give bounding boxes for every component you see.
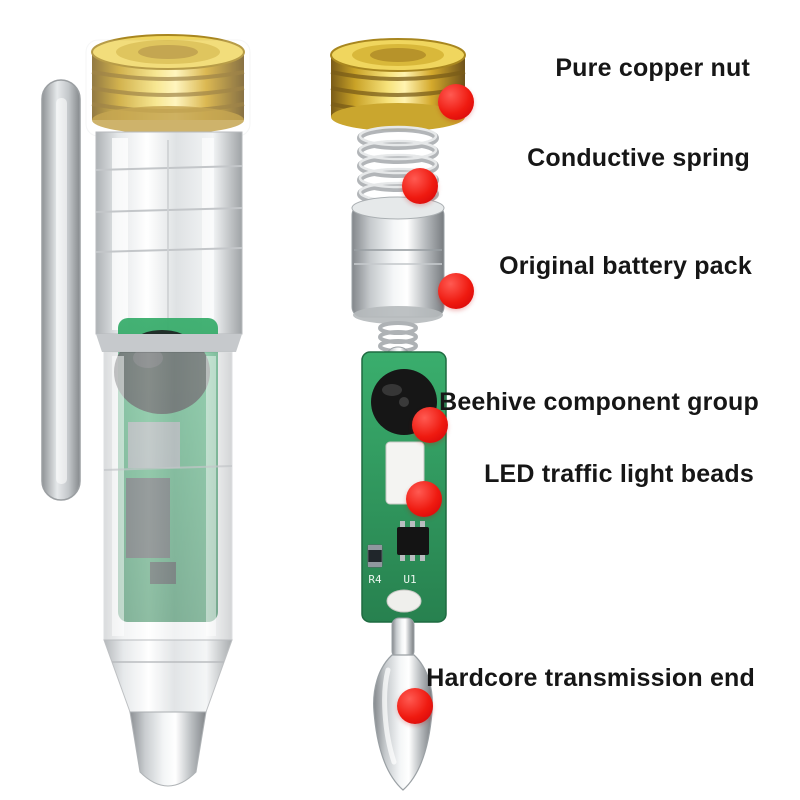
pen-cap-clear-shell [85,39,251,137]
callout-dot-transmission-end [397,688,433,724]
pen-cap-gold-ring [91,34,245,134]
callout-dot-battery-pack [438,273,474,309]
assembled-pen [41,34,251,787]
pcb-label-u1: U1 [403,573,416,586]
copper-nut [330,38,466,131]
pen-lower-body [96,334,242,641]
label-original-battery-pack: Original battery pack [499,252,752,280]
resistor [367,544,383,568]
battery-pack [351,196,445,324]
callout-dot-conductive-spring [402,168,438,204]
label-conductive-spring: Conductive spring [527,144,750,172]
ic-chip [397,521,429,561]
callout-dot-led-beads [406,481,442,517]
callout-dot-pure-copper-nut [438,84,474,120]
label-pure-copper-nut: Pure copper nut [555,54,750,82]
pen-upper-body [95,131,243,335]
label-beehive-component-group: Beehive component group [439,388,759,416]
pcb-label-r4: R4 [368,573,382,586]
pen-tip-section [103,639,233,787]
label-hardcore-transmission-end: Hardcore transmission end [426,664,755,692]
led-bead [386,589,422,613]
callout-dot-beehive-component [412,407,448,443]
pen-clip [41,79,81,501]
label-led-traffic-light-beads: LED traffic light beads [484,460,754,488]
